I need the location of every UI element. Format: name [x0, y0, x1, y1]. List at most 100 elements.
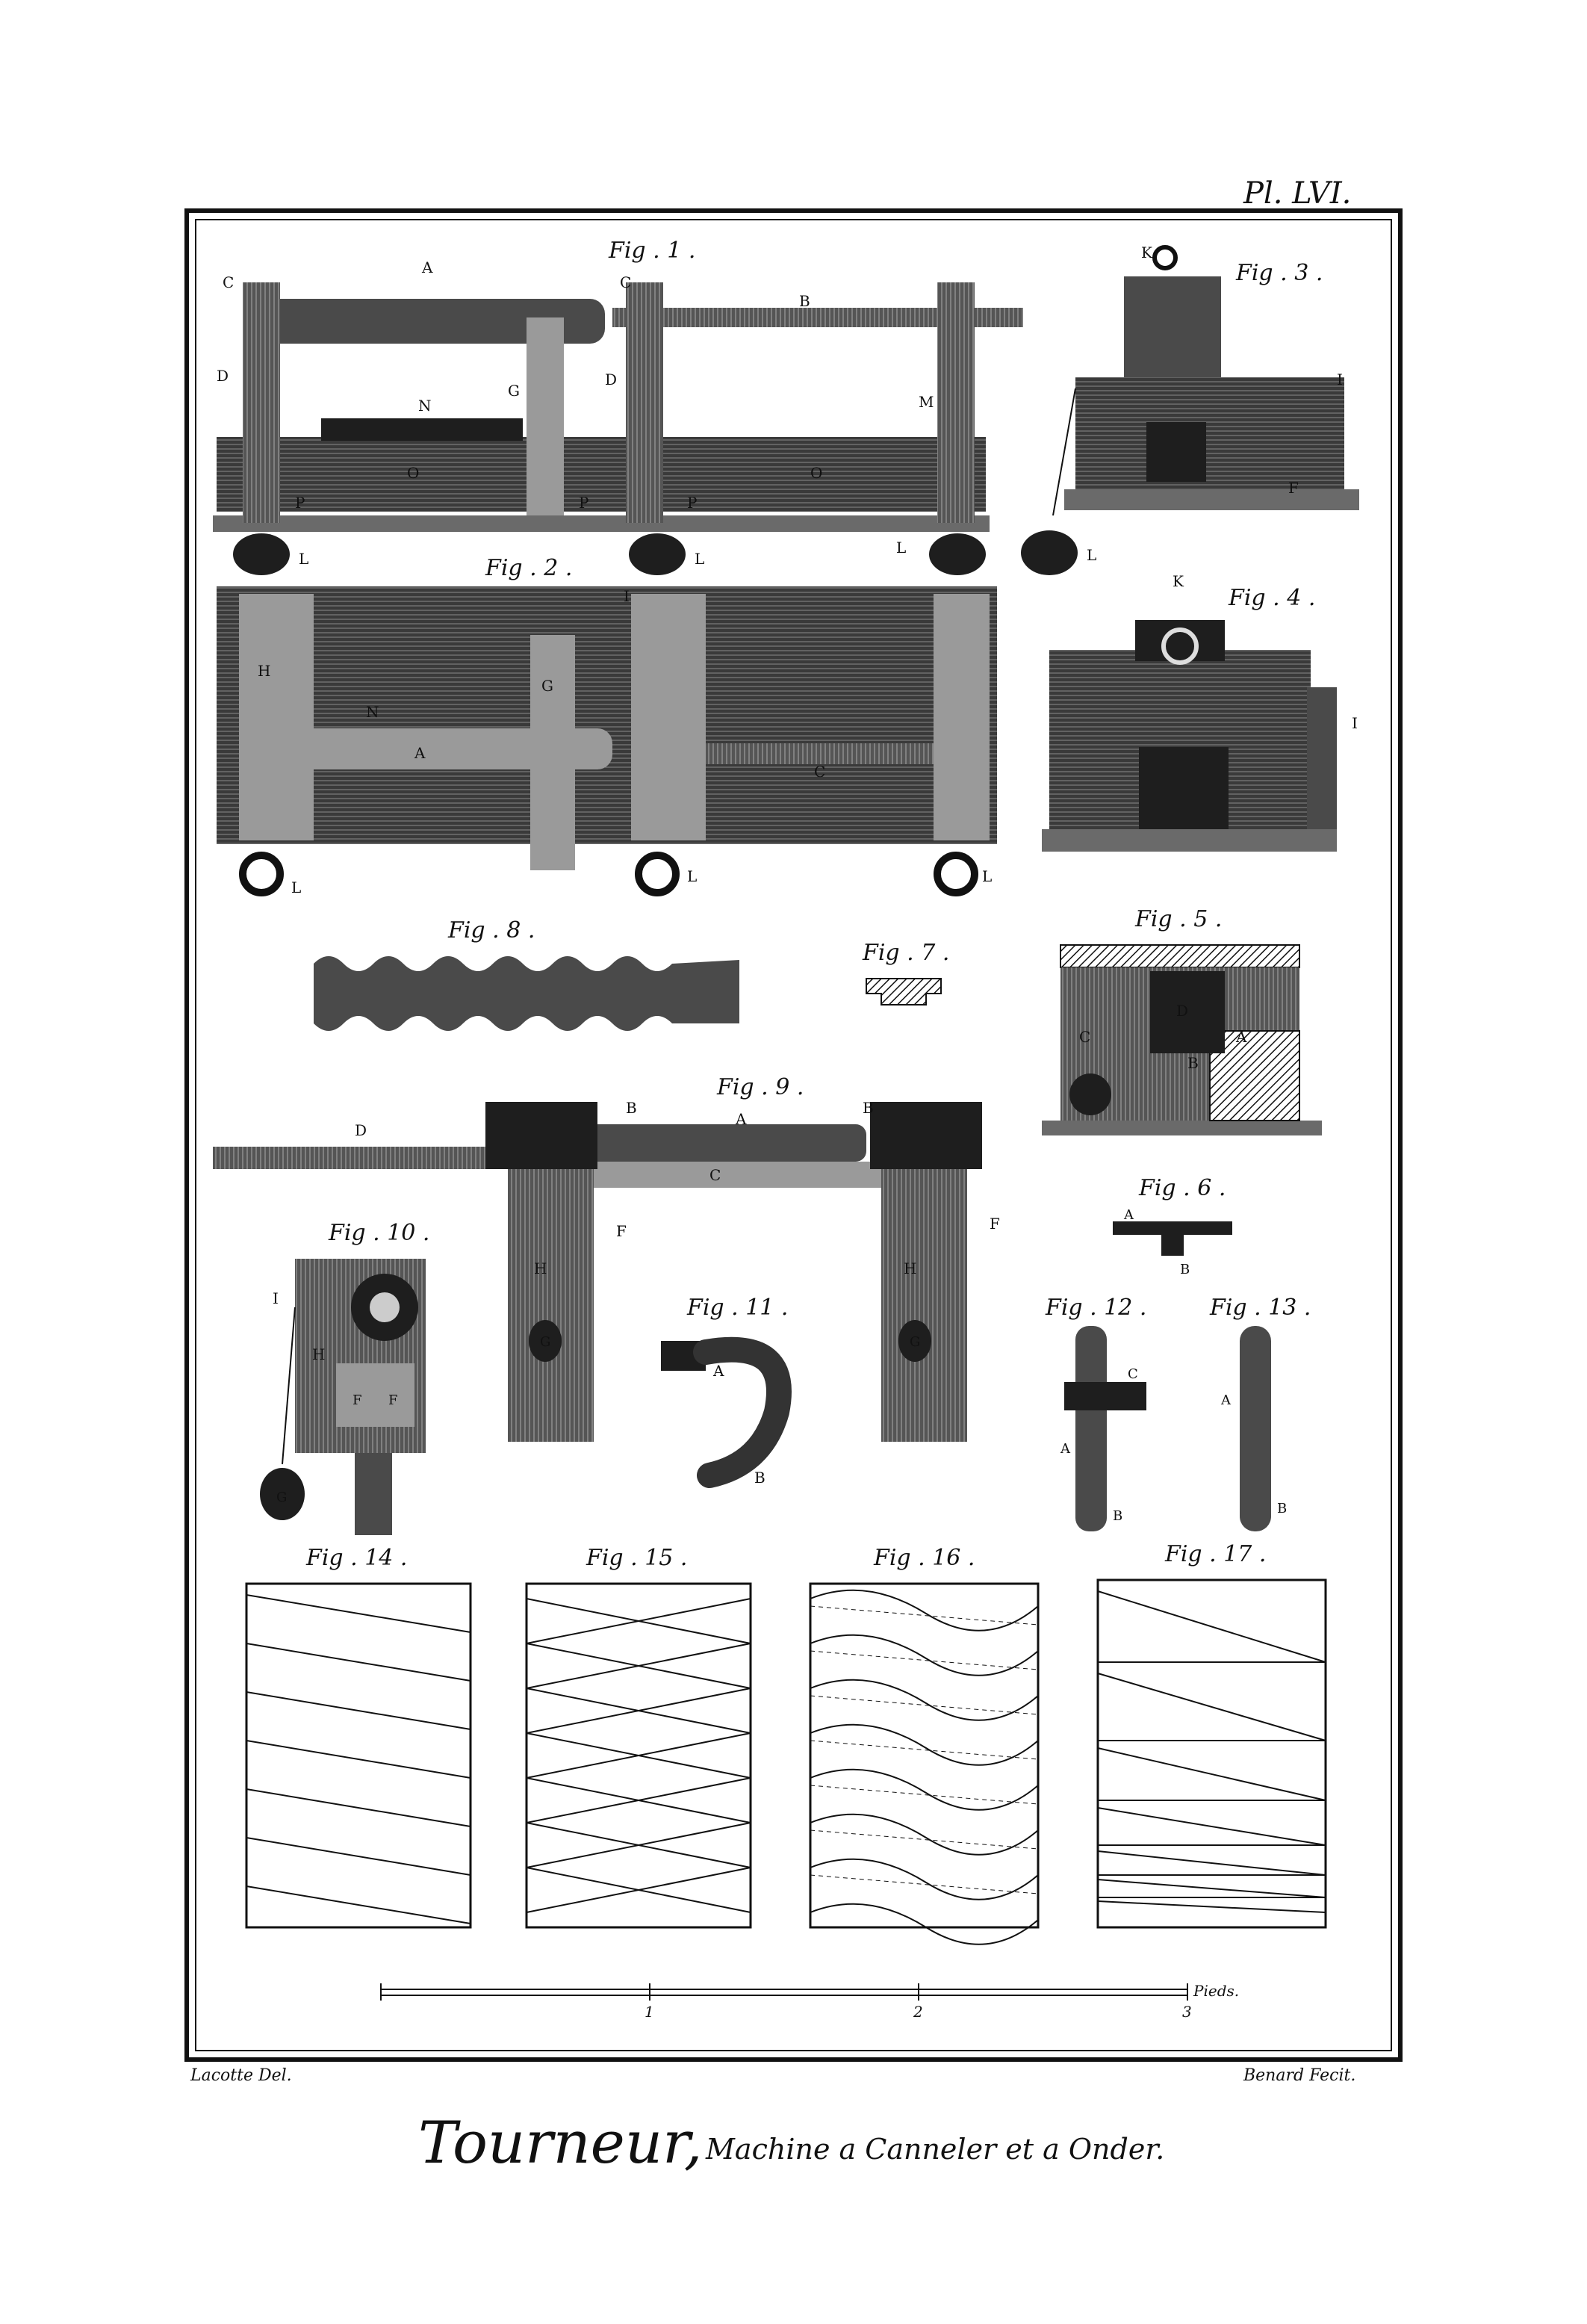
scale-label-3: 3 — [1182, 2003, 1192, 2021]
fig5-weight-c — [1069, 1073, 1111, 1115]
figure-16-label: Fig . 16 . — [873, 1545, 975, 1571]
fig3-base — [1064, 489, 1359, 510]
figure-17-label: Fig . 17 . — [1164, 1541, 1266, 1567]
figure-17: Fig . 17 . — [1096, 1541, 1327, 1929]
figure-5: Fig . 5 . C D B A — [1042, 906, 1322, 1135]
fig15-cross-lines — [526, 1598, 751, 1913]
fig3-weight — [1021, 530, 1078, 575]
fig1-letter-o2: O — [810, 464, 822, 482]
fig16-panel — [809, 1582, 1040, 1929]
fig5-core-d — [1150, 971, 1225, 1053]
fig3-letter-f: F — [1288, 479, 1299, 497]
fig2-frame — [217, 586, 997, 844]
figure-2: Fig . 2 . I H N A G C L L L — [217, 555, 997, 896]
fig13-letter-b: B — [1277, 1501, 1287, 1516]
fig5-base — [1042, 1121, 1322, 1135]
fig1-piece-n — [321, 418, 523, 441]
figure-11-label: Fig . 11 . — [686, 1295, 788, 1321]
credit-engraver: Benard Fecit. — [1243, 2066, 1355, 2085]
fig4-side — [1307, 687, 1337, 829]
fig1-letter-d2: D — [605, 371, 617, 388]
figure-6: Fig . 6 . A B — [1113, 1175, 1232, 1277]
fig1-letter-n: N — [418, 397, 432, 415]
fig6-bar — [1113, 1221, 1232, 1235]
fig12-clamp — [1064, 1382, 1146, 1410]
figure-10: Fig . 10 . I H F F G — [260, 1220, 429, 1535]
fig1-weight-1 — [233, 533, 290, 575]
figure-7: Fig . 7 . — [862, 940, 949, 1005]
fig12-bar — [1075, 1326, 1107, 1531]
fig3-upper-block — [1124, 276, 1221, 377]
fig8-fluted-bar — [314, 956, 739, 1031]
figure-1: Fig . 1 . A B C C D D G N O O M P P P L … — [213, 238, 1023, 575]
fig10-letter-i: I — [273, 1289, 279, 1307]
fig5-top — [1060, 944, 1300, 968]
fig1-letter-p2: P — [579, 494, 588, 512]
fig9-shaft — [575, 1124, 866, 1162]
figure-13-label: Fig . 13 . — [1209, 1295, 1311, 1321]
fig2-wheel-2 — [635, 852, 680, 896]
fig1-letter-d1: D — [217, 367, 229, 385]
outer-frame — [184, 208, 1403, 2062]
scale-unit: Pieds. — [1193, 1982, 1239, 2000]
figure-10-label: Fig . 10 . — [328, 1220, 429, 1246]
fig7-section — [866, 978, 942, 1005]
figure-1-label: Fig . 1 . — [608, 238, 695, 264]
fig13-bar — [1240, 1326, 1271, 1531]
figure-5-label: Fig . 5 . — [1134, 906, 1222, 932]
fig1-letter-p3: P — [687, 494, 697, 512]
fig1-letter-l3: L — [896, 539, 906, 557]
fig6-letter-a: A — [1123, 1207, 1134, 1223]
figure-3-label: Fig . 3 . — [1235, 260, 1323, 286]
figure-16: Fig . 16 . — [809, 1545, 1040, 1945]
fig10-letter-f1: F — [353, 1392, 362, 1408]
fig1-bed — [217, 437, 986, 512]
fig3-cord — [1052, 388, 1076, 516]
fig11-letter-a: A — [712, 1362, 724, 1380]
plate-subtitle: Machine a Canneler et a Onder. — [705, 2133, 1164, 2166]
fig2-post-1 — [239, 594, 314, 840]
fig1-letter-m: M — [919, 393, 934, 411]
fig3-opening — [1146, 422, 1206, 482]
fig9-letter-g1: G — [540, 1334, 550, 1350]
inner-frame — [195, 219, 1392, 2051]
fig17-diminishing-lines — [1097, 1590, 1326, 1913]
fig1-post-3 — [937, 282, 975, 523]
figure-14: Fig . 14 . — [245, 1545, 472, 1929]
fig9-letter-g2: G — [910, 1334, 920, 1350]
figure-9-label: Fig . 9 . — [716, 1074, 804, 1100]
figure-9: Fig . 9 . D A B B C F F H H G G — [213, 1074, 1000, 1442]
fig2-letter-l2: L — [687, 867, 697, 885]
fig9-letter-a: A — [735, 1110, 747, 1128]
fig1-post-1 — [243, 282, 280, 523]
fig9-letter-d: D — [355, 1121, 367, 1139]
fig1-letter-c2: C — [620, 273, 631, 291]
figure-14-label: Fig . 14 . — [305, 1545, 407, 1571]
fig4-letter-k: K — [1173, 572, 1184, 590]
figure-3: Fig . 3 . K I F L — [1021, 244, 1359, 575]
fig9-screw-d — [213, 1147, 512, 1169]
fig9-letter-f1: F — [616, 1222, 627, 1240]
fig4-letter-i: I — [1352, 714, 1358, 732]
fig1-letter-l1: L — [299, 550, 308, 568]
fig2-letter-a: A — [414, 744, 426, 762]
fig12-letter-c: C — [1128, 1366, 1138, 1382]
fig5-letter-a: A — [1235, 1028, 1247, 1046]
fig14-spiral-lines — [246, 1594, 471, 1924]
fig13-letter-a: A — [1220, 1392, 1232, 1408]
fig9-post-left — [508, 1169, 594, 1442]
fig10-slides — [336, 1363, 414, 1427]
fig9-letter-c: C — [709, 1166, 721, 1184]
fig2-letter-c: C — [814, 763, 825, 781]
fig1-letter-o1: O — [407, 464, 419, 482]
fig5-letter-c: C — [1079, 1028, 1090, 1046]
fig1-post-g — [527, 317, 564, 515]
fig9-letter-f2: F — [990, 1215, 1000, 1233]
fig12-letter-b: B — [1113, 1508, 1122, 1524]
fig2-letter-i: I — [624, 587, 630, 605]
fig16-dashed-guides — [810, 1605, 1039, 1894]
scale-bar-line — [380, 1989, 1188, 1996]
fig1-weight-3 — [929, 533, 986, 575]
fig2-letter-n: N — [366, 703, 379, 721]
fig3-letter-i: I — [1337, 371, 1343, 388]
